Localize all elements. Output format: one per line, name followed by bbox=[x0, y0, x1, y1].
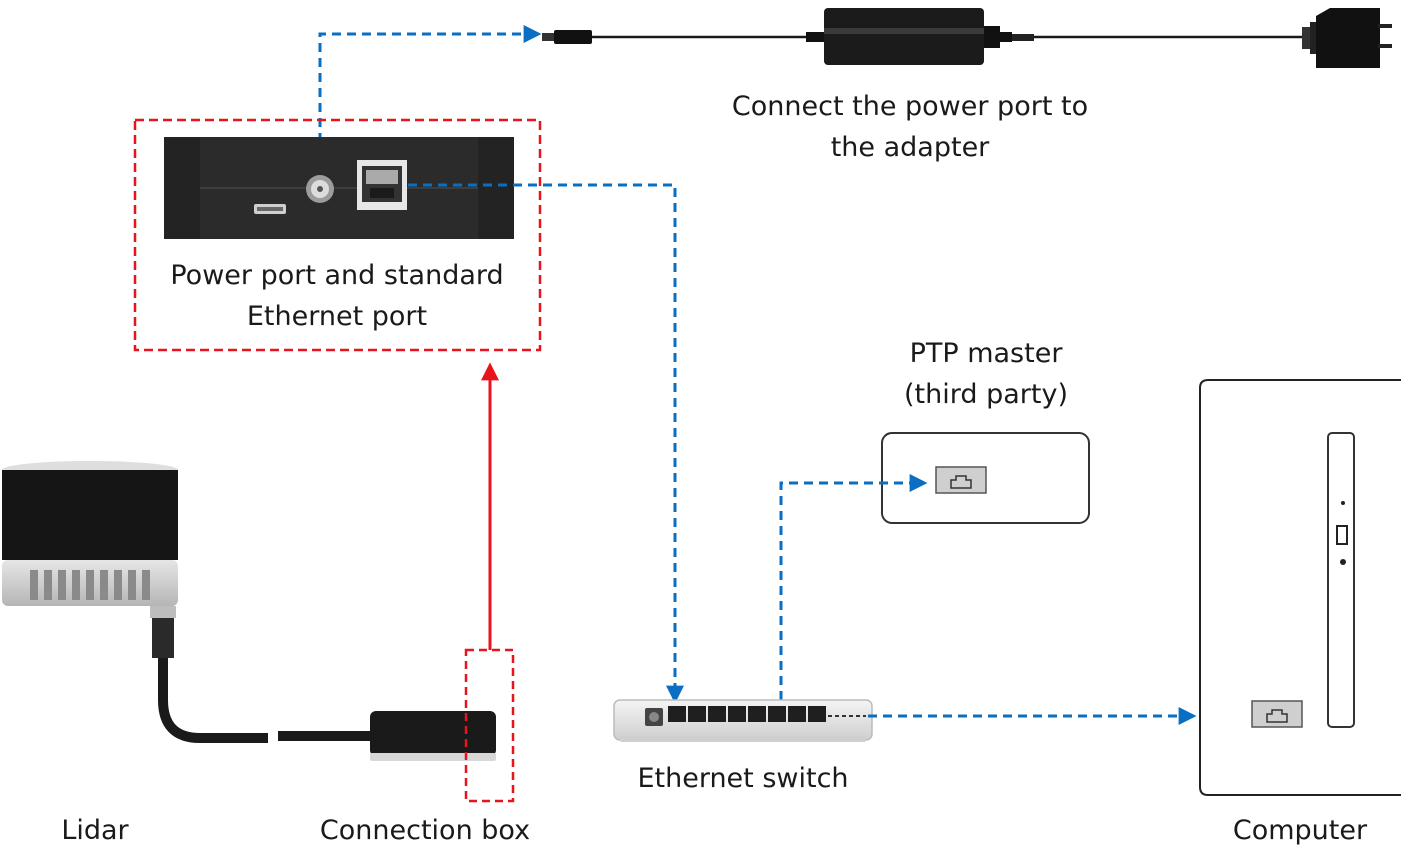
ethernet-switch-icon bbox=[613, 699, 873, 742]
ptp-label-line1: PTP master bbox=[909, 338, 1063, 369]
box-label: Power port and standard Ethernet port bbox=[137, 255, 537, 337]
adapter-label-line1: Connect the power port to bbox=[731, 91, 1089, 122]
box-label-line2: Ethernet port bbox=[246, 301, 428, 332]
ethernet-switch-label: Ethernet switch bbox=[637, 763, 849, 794]
ptp-label-line2: (third party) bbox=[904, 379, 1068, 410]
optical-drive-icon bbox=[1327, 432, 1355, 728]
connection-box-icon bbox=[370, 711, 496, 761]
box-label-line1: Power port and standard bbox=[170, 260, 504, 291]
ptp-master-device bbox=[881, 432, 1090, 524]
adapter-label: Connect the power port to the adapter bbox=[700, 86, 1120, 168]
ethernet-port-icon bbox=[1251, 700, 1303, 728]
ptp-master-label: PTP master (third party) bbox=[866, 333, 1106, 415]
adapter-label-line2: the adapter bbox=[830, 132, 990, 163]
computer-label: Computer bbox=[1232, 815, 1368, 846]
power-plug-icon bbox=[1302, 8, 1392, 68]
computer-icon bbox=[1199, 379, 1401, 796]
power-adapter-icon bbox=[542, 8, 1305, 65]
connection-box-back-panel bbox=[164, 137, 514, 239]
connection-box-label: Connection box bbox=[319, 815, 531, 846]
lidar-label: Lidar bbox=[61, 815, 129, 846]
lidar-sensor-icon bbox=[2, 461, 372, 743]
